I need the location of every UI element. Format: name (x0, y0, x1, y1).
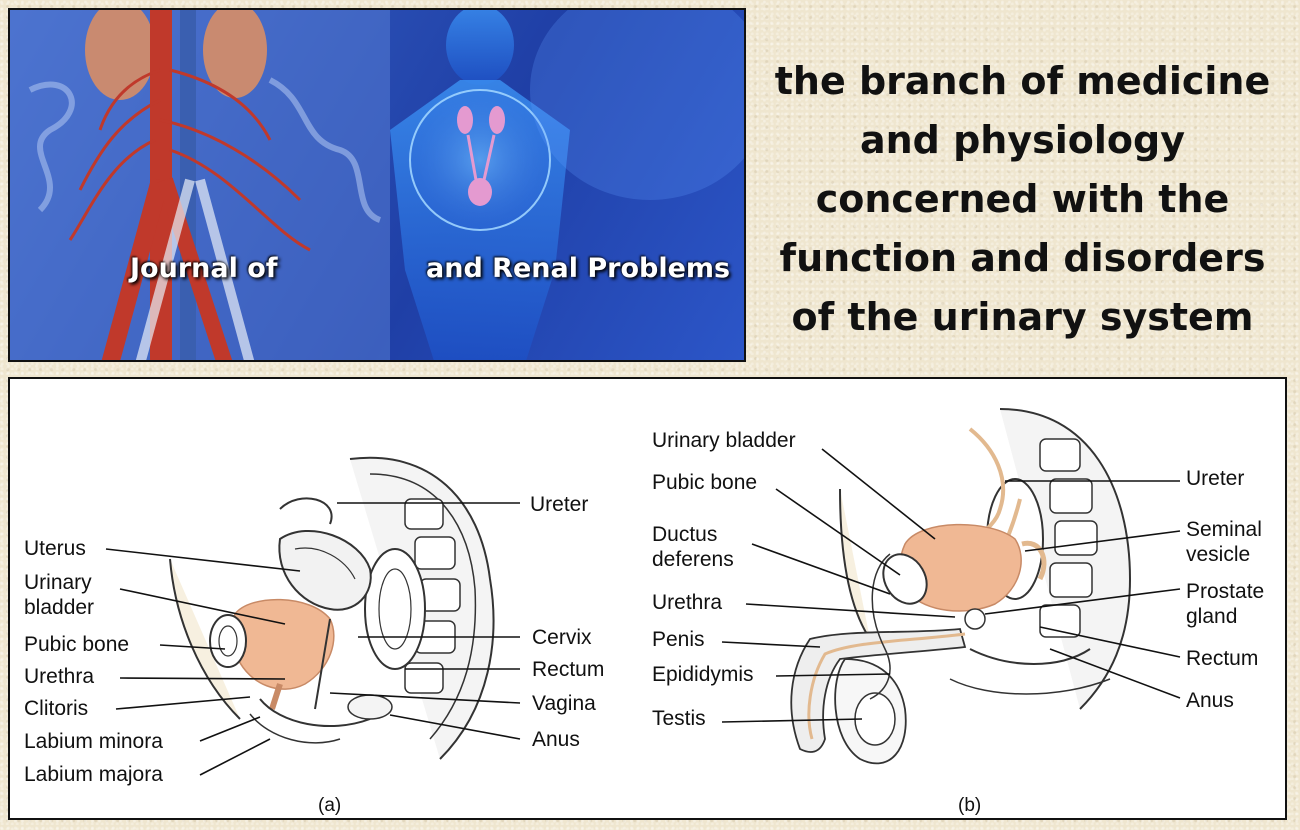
banner-title-right: and Renal Problems (426, 253, 731, 284)
label-clitoris: Clitoris (24, 697, 88, 720)
label-pubic-bone-male: Pubic bone (652, 471, 757, 494)
male-leader-lines (721, 448, 1181, 723)
label-urethra-female: Urethra (24, 665, 94, 688)
caption-a: (a) (318, 795, 341, 816)
female-pelvis-illustration (169, 456, 495, 760)
label-ureter-male: Ureter (1186, 467, 1244, 490)
label-epididymis: Epididymis (652, 663, 754, 686)
label-cervix: Cervix (532, 626, 592, 649)
label-vagina: Vagina (532, 692, 596, 715)
banner-title-left: Journal of (130, 253, 278, 284)
label-ductus-deferens-line1: Ductus (652, 523, 717, 546)
kidney-right-shape (203, 10, 267, 98)
definition-line: concerned with the (815, 177, 1230, 221)
label-penis: Penis (652, 628, 705, 651)
definition-line: and physiology (859, 118, 1185, 162)
definition-line: the branch of medicine (774, 59, 1271, 103)
label-seminal-vesicle-line1: Seminal (1186, 518, 1262, 541)
magnifier-circle (409, 89, 551, 231)
caption-b: (b) (958, 795, 981, 816)
label-anus-female: Anus (532, 728, 580, 751)
male-pelvis-illustration (790, 408, 1132, 765)
definition-text: the branch of medicine and physiology co… (760, 52, 1285, 347)
label-rectum-male: Rectum (1186, 647, 1258, 670)
definition-line: function and disorders (779, 236, 1266, 280)
label-seminal-vesicle-line2: vesicle (1186, 543, 1250, 566)
label-labium-majora: Labium majora (24, 763, 163, 786)
label-ductus-deferens-line2: deferens (652, 548, 734, 571)
anatomy-banner-illustration (10, 10, 744, 360)
label-anus-male: Anus (1186, 689, 1234, 712)
label-ureter-female: Ureter (530, 493, 588, 516)
label-prostate-gland-line1: Prostate (1186, 580, 1264, 603)
journal-banner: Journal of and Renal Problems (8, 8, 746, 362)
female-leader-lines (105, 502, 521, 776)
label-labium-minora: Labium minora (24, 730, 163, 753)
label-testis: Testis (652, 707, 706, 730)
label-prostate-gland-line2: gland (1186, 605, 1237, 628)
label-uterus: Uterus (24, 537, 86, 560)
urinary-anatomy-figure: Ureter Uterus Urinary bladder Pubic bone… (8, 377, 1287, 820)
label-urinary-bladder-female-line2: bladder (24, 596, 94, 619)
anatomy-diagram: Ureter Uterus Urinary bladder Pubic bone… (24, 408, 1264, 816)
label-rectum-female: Rectum (532, 658, 604, 681)
label-urinary-bladder-male: Urinary bladder (652, 429, 796, 452)
label-pubic-bone-female: Pubic bone (24, 633, 129, 656)
definition-line: of the urinary system (791, 295, 1254, 339)
label-urinary-bladder-female-line1: Urinary (24, 571, 92, 594)
label-urethra-male: Urethra (652, 591, 722, 614)
kidney-left-shape (85, 10, 155, 100)
